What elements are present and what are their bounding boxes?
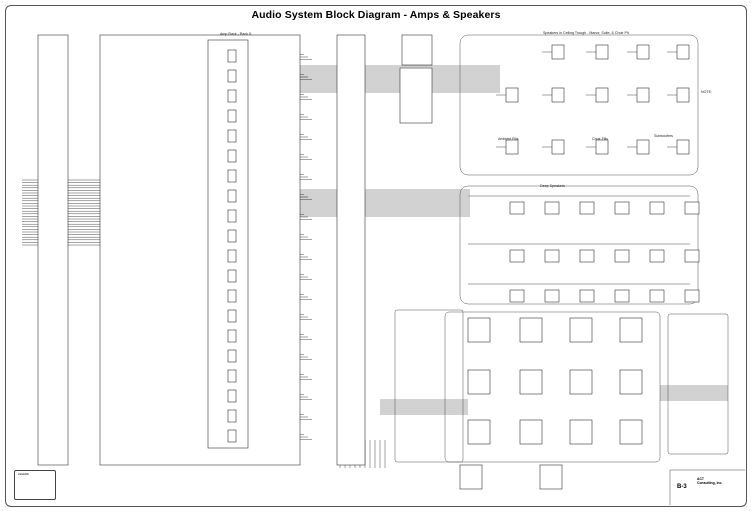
speaker-cabinet [595, 87, 609, 103]
amp-chassis [519, 317, 543, 343]
amp-zone-b [667, 313, 729, 455]
note-label: NOTE: [701, 90, 712, 94]
amp-module [227, 229, 237, 243]
amp-module [227, 169, 237, 183]
speaker-cabinet [676, 87, 690, 103]
amp-module [227, 269, 237, 283]
amp-module [227, 369, 237, 383]
amp-chassis [569, 369, 593, 395]
speaker-cabinet [551, 139, 565, 155]
deep-speaker-cabinet [684, 249, 700, 263]
amp-zone-a [394, 309, 464, 463]
deep-speaker-cabinet [544, 201, 560, 215]
amp-module [227, 349, 237, 363]
amp-module [227, 329, 237, 343]
deep-speaker-cabinet [649, 201, 665, 215]
speaker-cabinet [551, 87, 565, 103]
speaker-cabinet [636, 44, 650, 60]
speaker-cabinet [676, 139, 690, 155]
sheet-number: B-3 [677, 484, 687, 490]
speaker-cabinet [505, 87, 519, 103]
ceiling-speaker-zone [459, 34, 699, 176]
deep-speaker-cabinet [614, 201, 630, 215]
speaker-cabinet [595, 139, 609, 155]
amp-chassis [569, 317, 593, 343]
amp-zone-c [444, 311, 661, 463]
speaker-cabinet [595, 44, 609, 60]
deep-speaker-cabinet [649, 289, 665, 303]
amp-chassis [519, 369, 543, 395]
amp-module [227, 429, 237, 443]
patch-panel-j803 [336, 34, 366, 466]
amp-chassis [459, 464, 483, 490]
amp-chassis [519, 419, 543, 445]
deep-speaker-cabinet [614, 289, 630, 303]
deep-speaker-cabinet [579, 249, 595, 263]
deep-speaker-cabinet [509, 289, 525, 303]
input-panel-left [37, 34, 69, 466]
amp-module [227, 289, 237, 303]
amp-chassis [619, 369, 643, 395]
amp-module [227, 109, 237, 123]
amp-module [227, 49, 237, 63]
speaker-cabinet [636, 87, 650, 103]
amp-module [227, 409, 237, 423]
ceiling-speakers-label: Speakers in Ceiling Trough - Manor, Suit… [543, 31, 629, 35]
amp-rack-frame [99, 34, 301, 466]
subwoofers-label: Subwoofers [654, 134, 673, 138]
amp-module [227, 309, 237, 323]
amp-chassis [467, 369, 491, 395]
amp-chassis [539, 464, 563, 490]
deep-speaker-cabinet [579, 201, 595, 215]
deep-speaker-cabinet [544, 249, 560, 263]
amp-module [227, 149, 237, 163]
amp-module [227, 69, 237, 83]
choir-fills-label: Choir Fills [592, 137, 608, 141]
amp-module [227, 249, 237, 263]
deep-speaker-cabinet [509, 249, 525, 263]
deep-speaker-cabinet [649, 249, 665, 263]
patch-panel-j801 [401, 34, 433, 66]
legend-title: LEGEND [18, 473, 29, 476]
amp-rack-label: Amp Rack - Rack 5 [220, 32, 251, 36]
speaker-cabinet [636, 139, 650, 155]
amp-module [227, 389, 237, 403]
drawing-border [5, 5, 747, 507]
amp-chassis [619, 317, 643, 343]
amp-chassis [569, 419, 593, 445]
ambient-fills-label: Ambient Fills [498, 137, 519, 141]
deep-speaker-cabinet [579, 289, 595, 303]
amp-chassis [467, 419, 491, 445]
amp-chassis [467, 317, 491, 343]
diagram-title: Audio System Block Diagram - Amps & Spea… [251, 9, 501, 21]
patch-panel-j802 [399, 67, 433, 124]
speaker-cabinet [551, 44, 565, 60]
amp-module [227, 209, 237, 223]
company-logo: ACT Consulting, Inc. [697, 477, 731, 485]
amp-module [227, 89, 237, 103]
amp-module [227, 189, 237, 203]
deep-speaker-cabinet [684, 289, 700, 303]
deep-speaker-cabinet [614, 249, 630, 263]
deep-speakers-label: Deep Speakers [540, 184, 565, 188]
company-name-line1: ACT [697, 477, 704, 481]
deep-speaker-cabinet [509, 201, 525, 215]
amp-chassis [619, 419, 643, 445]
deep-speaker-zone [459, 185, 699, 305]
deep-speaker-cabinet [544, 289, 560, 303]
speaker-cabinet [676, 44, 690, 60]
speaker-cabinet [505, 139, 519, 155]
amp-module [227, 129, 237, 143]
deep-speaker-cabinet [684, 201, 700, 215]
company-name-line2: Consulting, Inc. [697, 481, 723, 485]
legend-box: LEGEND [14, 470, 56, 500]
